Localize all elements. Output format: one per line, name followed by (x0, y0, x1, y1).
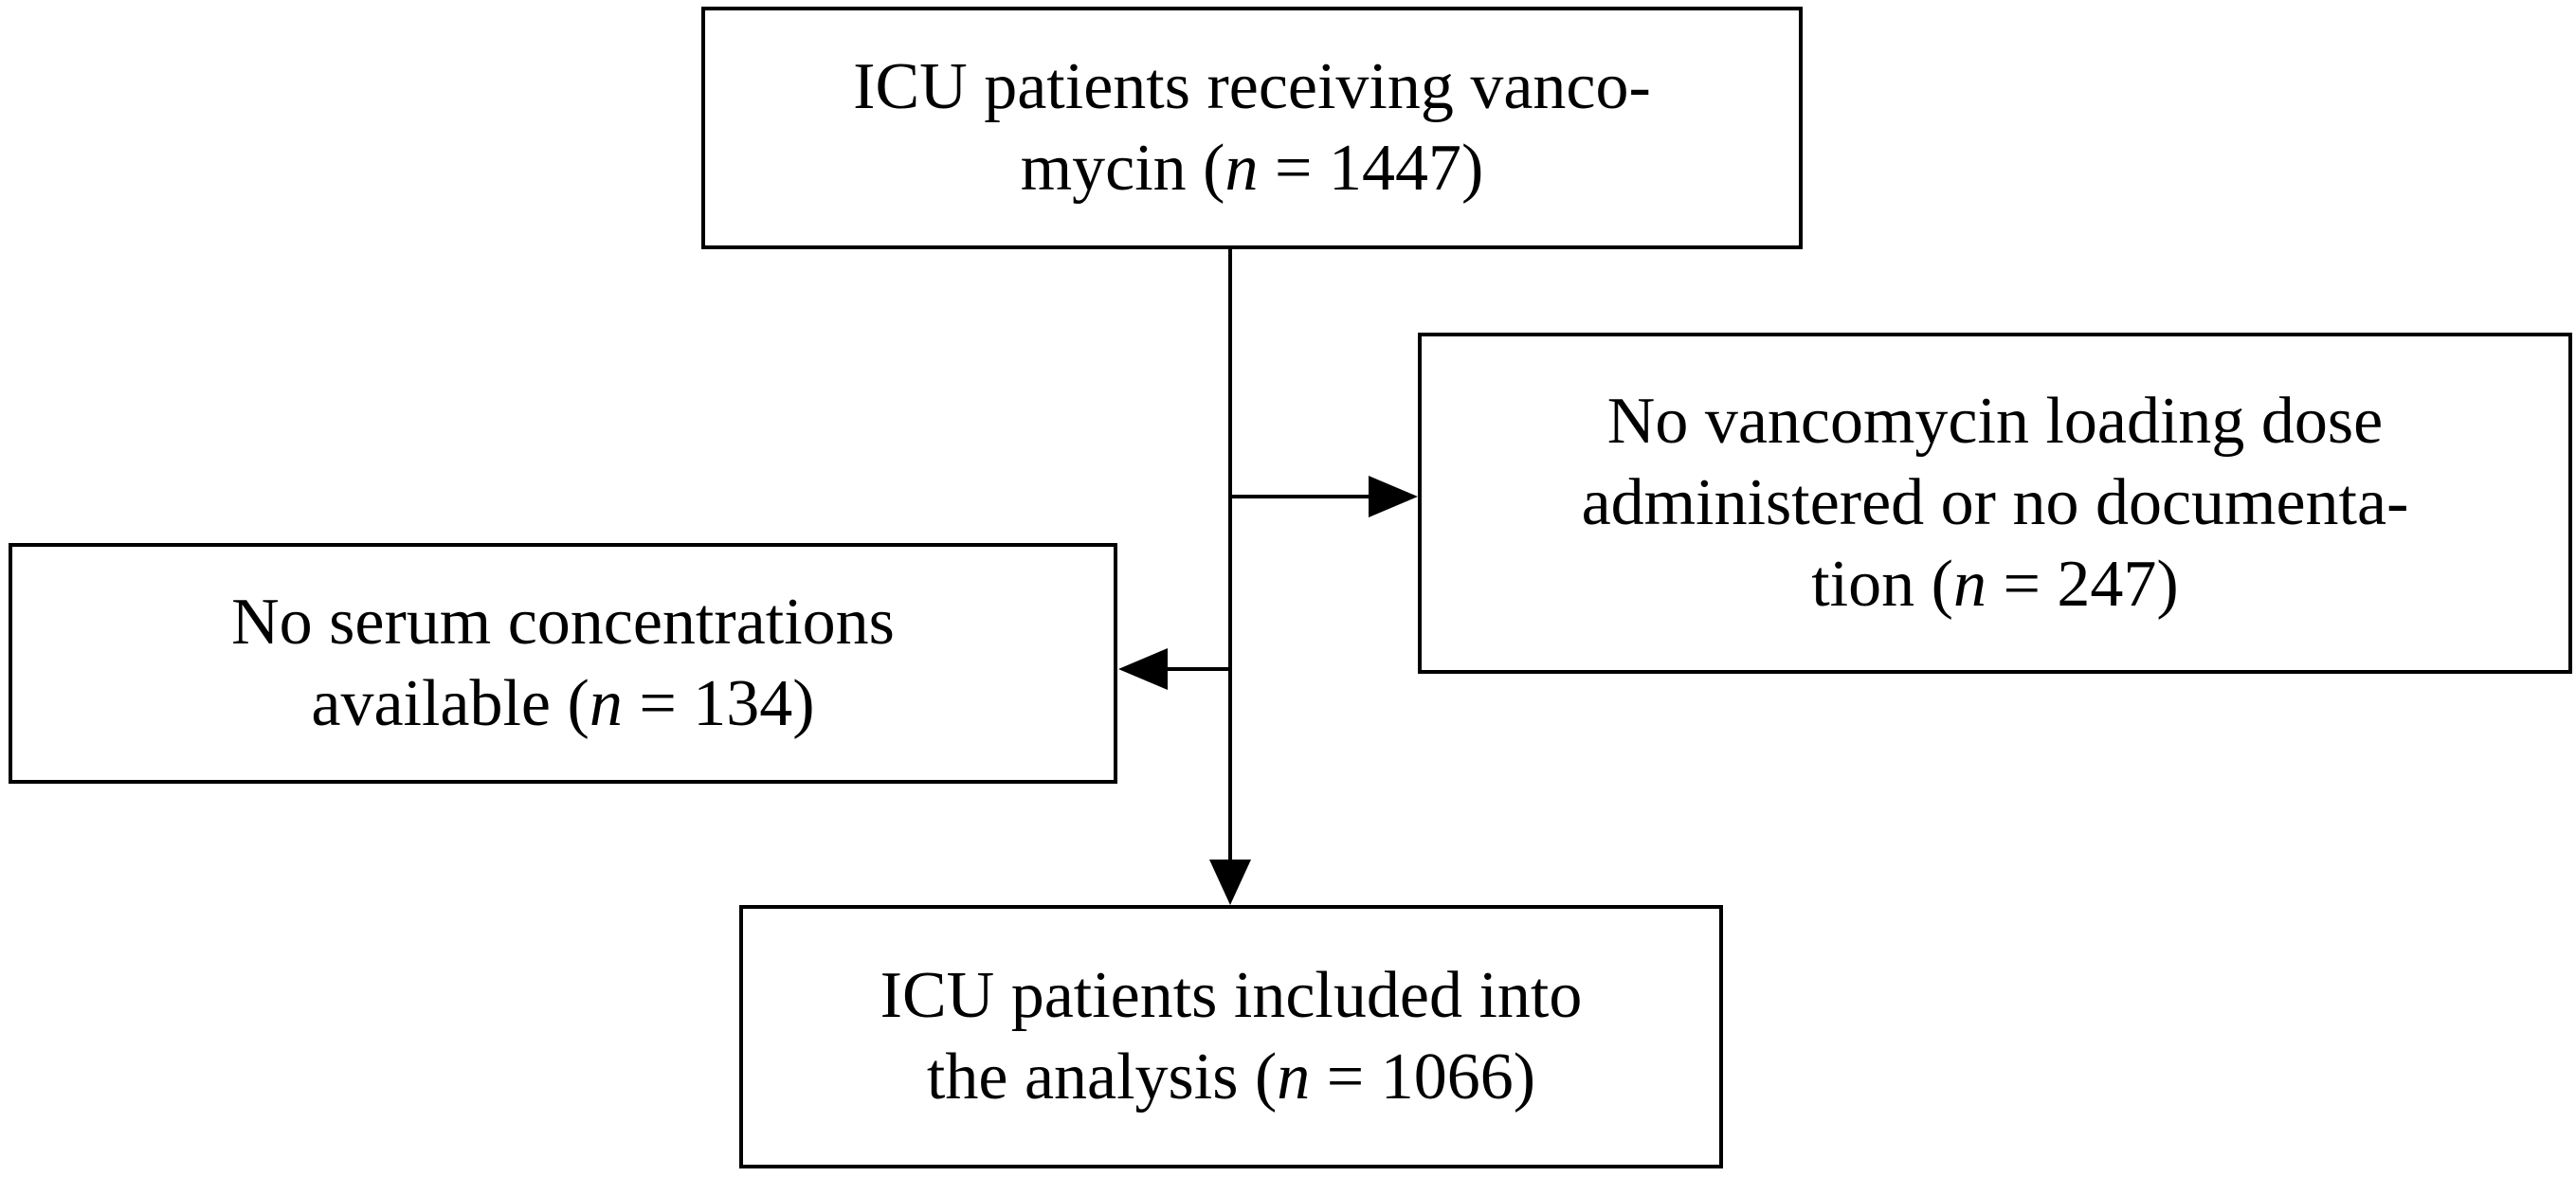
start-box-line-1: ICU patients receiving vanco- (853, 50, 1651, 123)
exclusion-box-2-line-2-pre: available ( (311, 667, 590, 740)
exclusion-box-2-n-symbol: n (589, 667, 623, 740)
exclusion-box-2-line-2: available (n = 134) (231, 663, 895, 745)
start-box-count: = 1447) (1258, 132, 1484, 205)
exclusion-box-2-line-1: No serum concentrations (231, 586, 895, 659)
exclusion-box-no-serum-concentrations: No serum concentrations available (n = 1… (9, 543, 1117, 784)
exclusion-box-2-count: = 134) (622, 667, 815, 740)
final-box-n-symbol: n (1277, 1041, 1311, 1114)
exclusion-box-1-line-3-pre: tion ( (1811, 548, 1953, 621)
exclusion-box-1-count: = 247) (1986, 548, 2179, 621)
exclusion-box-1-line-3: tion (n = 247) (1582, 544, 2409, 625)
exclusion-box-no-loading-dose: No vancomycin loading dose administered … (1418, 333, 2572, 674)
exclusion-box-2-text: No serum concentrations available (n = 1… (231, 582, 895, 745)
arrowhead-down (1209, 860, 1251, 905)
final-box-line-1: ICU patients included into (880, 959, 1583, 1032)
final-box-line-2-pre: the analysis ( (926, 1041, 1278, 1114)
start-box: ICU patients receiving vanco- mycin (n =… (701, 7, 1803, 249)
exclusion-box-1-line-2: administered or no documenta- (1581, 466, 2409, 539)
start-box-text: ICU patients receiving vanco- mycin (n =… (853, 46, 1651, 209)
exclusion-box-1-line-1: No vancomycin loading dose (1606, 385, 2384, 458)
start-box-n-symbol: n (1225, 132, 1259, 205)
final-box-line-2: the analysis (n = 1066) (880, 1037, 1583, 1118)
final-box-count: = 1066) (1310, 1041, 1536, 1114)
exclusion-box-1-n-symbol: n (1952, 548, 1986, 621)
final-box: ICU patients included into the analysis … (739, 905, 1723, 1168)
start-box-line-2: mycin (n = 1447) (853, 128, 1651, 209)
arrowhead-left (1118, 648, 1168, 690)
start-box-line-2-pre: mycin ( (1020, 132, 1225, 205)
arrowhead-right (1369, 476, 1418, 517)
final-box-text: ICU patients included into the analysis … (880, 955, 1583, 1118)
exclusion-box-1-text: No vancomycin loading dose administered … (1582, 381, 2409, 625)
